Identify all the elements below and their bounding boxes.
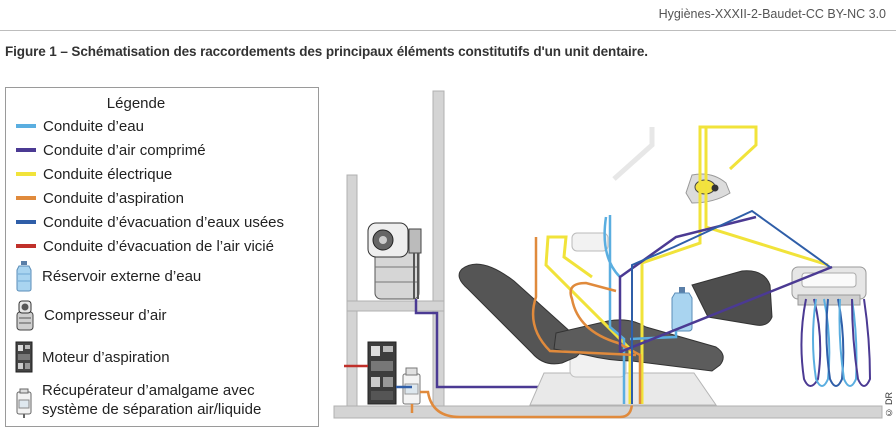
suction-line-swatch [16,196,36,200]
legend-title: Légende [106,95,166,112]
legend-item-suction: Conduite d’aspiration [16,187,184,209]
compressor-icon [16,300,34,331]
legend-label: Moteur d’aspiration [42,348,170,366]
legend-label: Conduite d’air comprimé [43,141,206,159]
amalgam-separator-icon [16,388,32,418]
source-credit: Hygiènes-XXXII-2-Baudet-CC BY-NC 3.0 [658,7,886,21]
legend-label: Conduite d’eau [43,117,144,135]
figure-title: Figure 1 – Schématisation des raccordeme… [5,44,648,59]
legend-item-amalgam: Récupérateur d’amalgame avec système de … [42,381,261,419]
legend-item-water: Conduite d’eau [16,115,144,137]
water-line-instruments [631,209,831,404]
legend-label: Compresseur d’air [44,306,167,324]
water-bottle-icon [16,261,32,292]
doctor-instrument-unit [791,266,867,306]
water-bottle [671,287,693,332]
exhaust-line-swatch [16,244,36,248]
legend-item-wastewater: Conduite d’évacuation d’eaux usées [16,211,284,233]
compressor [367,222,422,300]
legend-item-amalgam-separator-icon [14,388,42,418]
suction-line-main [410,390,634,419]
legend-box: Légende Conduite d’eau Conduite d’air co… [5,87,319,427]
photo-credit: © DR [884,392,894,418]
air-line-swatch [16,148,36,152]
legend-label: Conduite d’aspiration [43,189,184,207]
electric-line-swatch [16,172,36,176]
legend-item-electric: Conduite électrique [16,163,172,185]
legend-label: système de séparation air/liquide [42,401,262,418]
legend-label: Conduite électrique [43,165,173,183]
suction-motor-icon [15,341,33,373]
water-line [603,215,678,404]
legend-label: Récupérateur d’amalgame avec [42,382,255,399]
suction-motor [367,341,397,405]
suction-line-chair [531,237,642,404]
wastewater-line-swatch [16,220,36,224]
legend-label: Réservoir externe d’eau [42,267,202,285]
legend-item-air: Conduite d’air comprimé [16,139,206,161]
legend-item-suction-motor: Moteur d’aspiration [14,341,170,373]
water-line-swatch [16,124,36,128]
instrument-hoses [800,298,872,387]
legend-item-compressor: Compresseur d’air [14,298,167,332]
operating-light [612,127,731,204]
legend-item-exhaust: Conduite d’évacuation de l’air vicié [16,235,274,257]
dental-chair [458,232,773,406]
legend-label: Conduite d’évacuation d’eaux usées [43,213,285,231]
header-rule [0,30,896,31]
dental-unit-scene [333,90,883,419]
legend-item-water-tank: Réservoir externe d’eau [14,260,201,292]
legend-label: Conduite d’évacuation de l’air vicié [43,237,274,255]
